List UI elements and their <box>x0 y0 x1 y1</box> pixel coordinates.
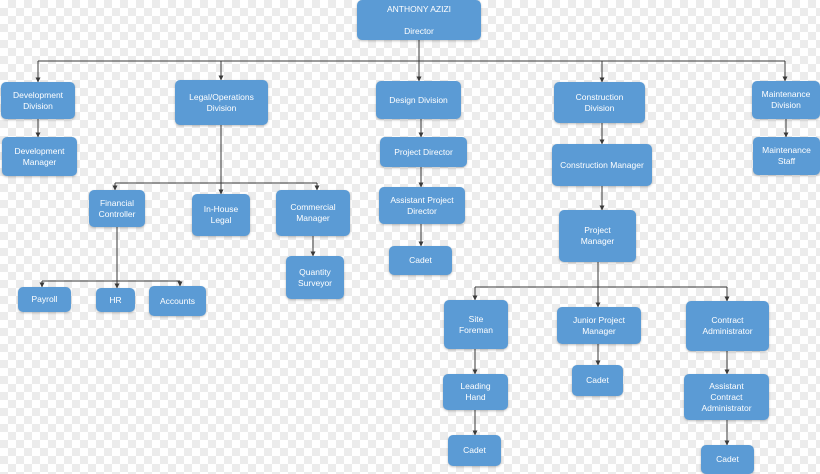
maintenance-division-box[interactable]: Maintenance Division <box>752 81 820 119</box>
financial-controller-box[interactable]: Financial Controller <box>89 190 145 227</box>
quantity-surveyor-box[interactable]: Quantity Surveyor <box>286 256 344 299</box>
design-division-box[interactable]: Design Division <box>376 81 461 119</box>
design-cadet-box[interactable]: Cadet <box>389 246 452 275</box>
director-title: Director <box>404 25 434 36</box>
commercial-manager-box[interactable]: Commercial Manager <box>276 190 350 236</box>
leading-hand-box[interactable]: Leading Hand <box>443 374 508 410</box>
maintenance-staff-box[interactable]: Maintenance Staff <box>753 137 820 175</box>
junior-project-manager-box[interactable]: Junior Project Manager <box>557 307 641 344</box>
inhouse-legal-box[interactable]: In-House Legal <box>192 194 250 236</box>
project-manager-box[interactable]: Project Manager <box>559 210 636 262</box>
construction-manager-box[interactable]: Construction Manager <box>552 144 652 186</box>
site-cadet-box[interactable]: Cadet <box>448 435 501 466</box>
hr-box[interactable]: HR <box>96 288 135 312</box>
assistant-contract-administrator-box[interactable]: Assistant Contract Administrator <box>684 374 769 420</box>
assistant-project-director-box[interactable]: Assistant Project Director <box>379 187 465 224</box>
development-manager-box[interactable]: Development Manager <box>2 137 77 176</box>
project-director-box[interactable]: Project Director <box>380 137 467 167</box>
director-name: ANTHONY AZIZI <box>386 3 452 14</box>
junior-cadet-box[interactable]: Cadet <box>572 365 623 396</box>
construction-division-box[interactable]: Construction Division <box>554 82 645 123</box>
accounts-box[interactable]: Accounts <box>149 286 206 316</box>
contract-administrator-box[interactable]: Contract Administrator <box>686 301 769 351</box>
payroll-box[interactable]: Payroll <box>18 287 71 312</box>
contract-cadet-box[interactable]: Cadet <box>701 445 754 474</box>
site-foreman-box[interactable]: Site Foreman <box>444 300 508 349</box>
development-division-box[interactable]: Development Division <box>1 82 75 119</box>
director-box[interactable]: ANTHONY AZIZI Director <box>357 0 481 40</box>
legal-operations-division-box[interactable]: Legal/Operations Division <box>175 80 268 125</box>
